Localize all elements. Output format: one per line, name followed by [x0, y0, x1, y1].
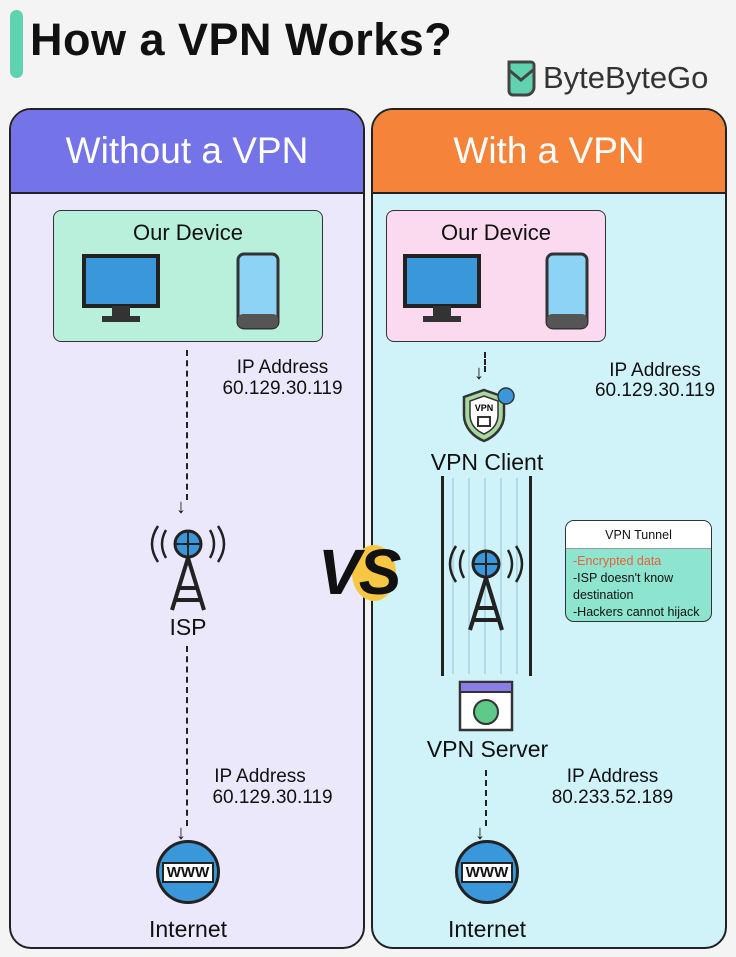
- monitor-icon: [82, 254, 160, 322]
- without-vpn-header: Without a VPN: [11, 110, 363, 194]
- tunnel-point: -Encrypted data: [573, 554, 662, 568]
- vpn-server-icon: [458, 680, 514, 732]
- vpn-shield-icon: VPN: [462, 387, 515, 443]
- vpn-tunnel-info-box: VPN Tunnel -Encrypted data -ISP doesn't …: [565, 520, 712, 622]
- monitor-icon: [403, 254, 481, 322]
- ip-address-label: IP Address: [609, 360, 701, 381]
- connection-line: [485, 770, 487, 826]
- ip-address-label: IP Address: [236, 357, 329, 378]
- arrow-down-icon: ↓: [475, 822, 485, 844]
- connection-line: [186, 646, 188, 826]
- page-title: How a VPN Works?: [30, 14, 453, 65]
- vpn-client-label: VPN Client: [430, 449, 544, 475]
- arrow-down-icon: ↓: [474, 362, 484, 384]
- connection-line: [186, 350, 188, 500]
- ip-address-value: 60.129.30.119: [222, 378, 343, 399]
- cell-tower-icon: [448, 545, 524, 631]
- tunnel-wall-right: [529, 476, 532, 676]
- title-accent-bar: [10, 10, 23, 78]
- cell-tower-icon: [150, 525, 226, 611]
- tunnel-title: VPN Tunnel: [566, 521, 711, 549]
- arrow-down-icon: ↓: [176, 822, 186, 844]
- ip-address-value: 60.129.30.119: [594, 380, 716, 401]
- ip-address-label: IP Address: [566, 766, 659, 787]
- internet-label: Internet: [448, 916, 526, 942]
- device-label: Our Device: [132, 220, 244, 245]
- isp-label: ISP: [169, 614, 207, 640]
- www-text: WWW: [460, 861, 514, 883]
- vpn-badge-text: VPN: [475, 403, 494, 413]
- tunnel-point: -ISP doesn't know destination: [573, 571, 674, 602]
- vs-highlight: [352, 545, 396, 601]
- vpn-server-label: VPN Server: [426, 736, 549, 762]
- globe-www-icon: WWW: [156, 840, 220, 904]
- vs-label: VS: [318, 536, 401, 608]
- internet-label: Internet: [149, 916, 227, 942]
- ip-address-value: 60.129.30.119: [212, 787, 333, 808]
- brand-name: ByteByteGo: [543, 60, 709, 95]
- connection-line: [484, 352, 486, 372]
- www-text: WWW: [161, 861, 215, 883]
- brand-logo: ByteByteGo: [505, 58, 708, 98]
- globe-www-icon: WWW: [455, 840, 519, 904]
- tunnel-wall-left: [441, 476, 444, 676]
- arrow-down-icon: ↓: [176, 496, 186, 518]
- with-vpn-header: With a VPN: [373, 110, 725, 194]
- tunnel-point: -Hackers cannot hijack: [573, 605, 700, 619]
- smartphone-icon: [545, 252, 589, 330]
- device-label: Our Device: [440, 220, 552, 245]
- smartphone-icon: [236, 252, 280, 330]
- ip-address-label: IP Address: [214, 766, 306, 787]
- bytebytego-logo-icon: [507, 60, 536, 97]
- ip-address-value: 80.233.52.189: [551, 787, 674, 808]
